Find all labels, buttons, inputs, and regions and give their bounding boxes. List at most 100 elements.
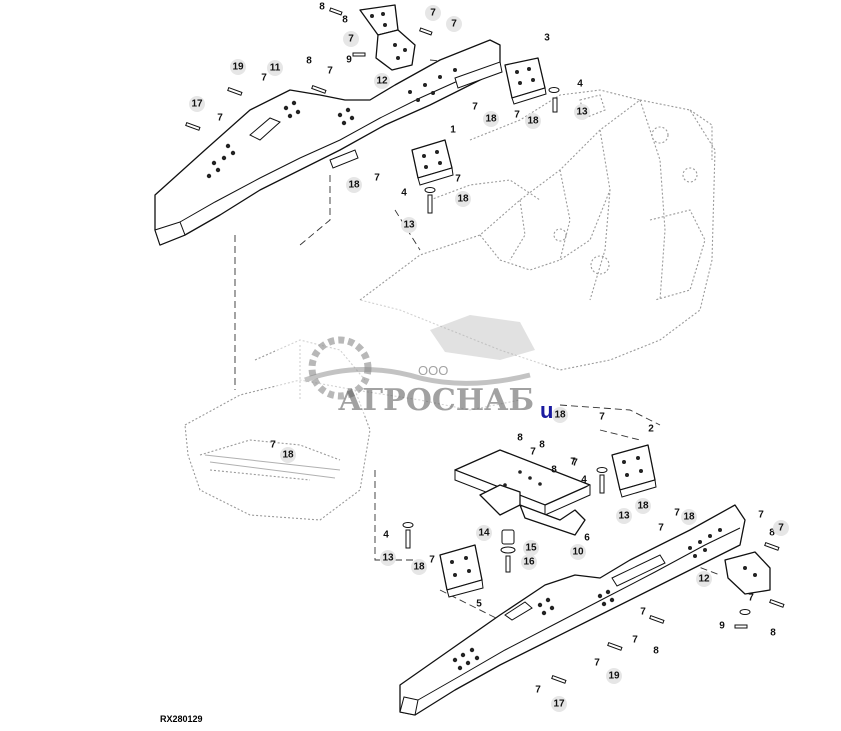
ghost-frame-upper xyxy=(358,89,716,371)
callout-number: 8 xyxy=(342,15,348,26)
callout-number: 17 xyxy=(191,99,203,110)
callout-number: 7 xyxy=(530,447,536,458)
callout-9: 9 xyxy=(346,55,352,66)
callout-number: 2 xyxy=(648,424,654,435)
callout-7: 7 xyxy=(674,508,680,519)
callout-number: 7 xyxy=(217,113,223,124)
callout-badge xyxy=(551,696,567,712)
callout-16: 16 xyxy=(521,554,537,570)
callout-badge xyxy=(280,447,296,463)
callout-7: 7 xyxy=(570,457,576,468)
callout-number: 7 xyxy=(570,457,576,468)
callout-9: 9 xyxy=(719,621,725,632)
callout-badge xyxy=(681,509,697,525)
callout-number: 8 xyxy=(769,528,775,539)
callout-badge xyxy=(483,111,499,127)
callout-7: 7 xyxy=(327,66,333,77)
callout-8: 8 xyxy=(539,440,545,451)
callout-number: 8 xyxy=(539,440,545,451)
callout-13: 13 xyxy=(401,217,417,233)
callout-7: 7 xyxy=(374,173,380,184)
callout-18: 18 xyxy=(525,113,541,129)
plate-6 xyxy=(454,449,591,536)
callout-11: 11 xyxy=(267,60,283,76)
callout-number: 15 xyxy=(525,543,537,554)
callout-number: 7 xyxy=(327,66,333,77)
callout-number: 7 xyxy=(472,102,478,113)
callout-7: 7 xyxy=(425,5,441,21)
callout-number: 3 xyxy=(544,33,550,44)
watermark-company-name: АГРОСНАБ xyxy=(338,383,534,418)
callout-8: 8 xyxy=(770,628,776,639)
callout-18: 18 xyxy=(280,447,296,463)
callout-17: 17 xyxy=(189,96,205,112)
callout-4: 4 xyxy=(401,188,407,199)
callout-number: 18 xyxy=(554,410,566,421)
callout-7: 7 xyxy=(530,447,536,458)
lower-frame-rail xyxy=(399,504,746,716)
callout-18: 18 xyxy=(346,177,362,193)
callout-badge xyxy=(425,5,441,21)
callout-number: 9 xyxy=(346,55,352,66)
callout-7: 7 xyxy=(343,31,359,47)
callout-number: 7 xyxy=(778,523,784,534)
callout-4: 4 xyxy=(383,530,389,541)
callout-number: 18 xyxy=(348,180,360,191)
callout-number: 8 xyxy=(517,433,523,444)
callout-number: 6 xyxy=(584,533,590,544)
callout-18: 18 xyxy=(455,191,471,207)
callout-number: 7 xyxy=(270,440,276,451)
callout-7: 7 xyxy=(514,110,520,121)
bracket-12-lower xyxy=(724,551,771,595)
callout-badge xyxy=(521,554,537,570)
callout-badge xyxy=(446,16,462,32)
callout-15: 15 xyxy=(523,540,539,556)
callout-2: 2 xyxy=(648,424,654,435)
fasteners xyxy=(185,7,785,684)
callout-19: 19 xyxy=(230,59,246,75)
callout-8: 8 xyxy=(342,15,348,26)
callout-number: 13 xyxy=(576,107,588,118)
callout-17: 17 xyxy=(551,696,567,712)
callout-number: 7 xyxy=(535,685,541,696)
company-watermark: ООО АГРОСНАБ u xyxy=(275,300,553,423)
watermark-suffix: u xyxy=(540,398,553,423)
callout-7: 7 xyxy=(599,412,605,423)
callout-badge xyxy=(411,559,427,575)
bracket-12-upper xyxy=(359,4,416,71)
callout-badge xyxy=(401,217,417,233)
callout-18: 18 xyxy=(483,111,499,127)
callout-number: 4 xyxy=(577,79,583,90)
callout-7: 7 xyxy=(594,658,600,669)
callout-13: 13 xyxy=(380,550,396,566)
callout-badge xyxy=(635,498,651,514)
callout-number: 7 xyxy=(758,510,764,521)
callout-number: 7 xyxy=(348,34,354,45)
callout-number: 8 xyxy=(306,56,312,67)
callout-number: 8 xyxy=(770,628,776,639)
callout-number: 18 xyxy=(282,450,294,461)
callout-number: 16 xyxy=(523,557,535,568)
callout-number: 18 xyxy=(527,116,539,127)
callout-number: 4 xyxy=(383,530,389,541)
bracket-1 xyxy=(411,139,454,186)
callout-number: 7 xyxy=(455,174,461,185)
callout-number: 8 xyxy=(551,465,557,476)
callout-badge xyxy=(267,60,283,76)
callout-1: 1 xyxy=(450,125,456,136)
callout-badge xyxy=(696,571,712,587)
callout-number: 12 xyxy=(698,574,710,585)
callout-number: 17 xyxy=(553,699,565,710)
callout-7: 7 xyxy=(446,16,462,32)
callout-number: 18 xyxy=(637,501,649,512)
callout-7: 7 xyxy=(270,440,276,451)
callout-number: 4 xyxy=(401,188,407,199)
callout-number: 11 xyxy=(270,63,281,74)
callout-number: 7 xyxy=(640,607,646,618)
callout-7: 7 xyxy=(261,73,267,84)
callout-10: 10 xyxy=(570,544,586,560)
callout-badge xyxy=(476,525,492,541)
callout-number: 7 xyxy=(594,658,600,669)
callout-7: 7 xyxy=(640,607,646,618)
